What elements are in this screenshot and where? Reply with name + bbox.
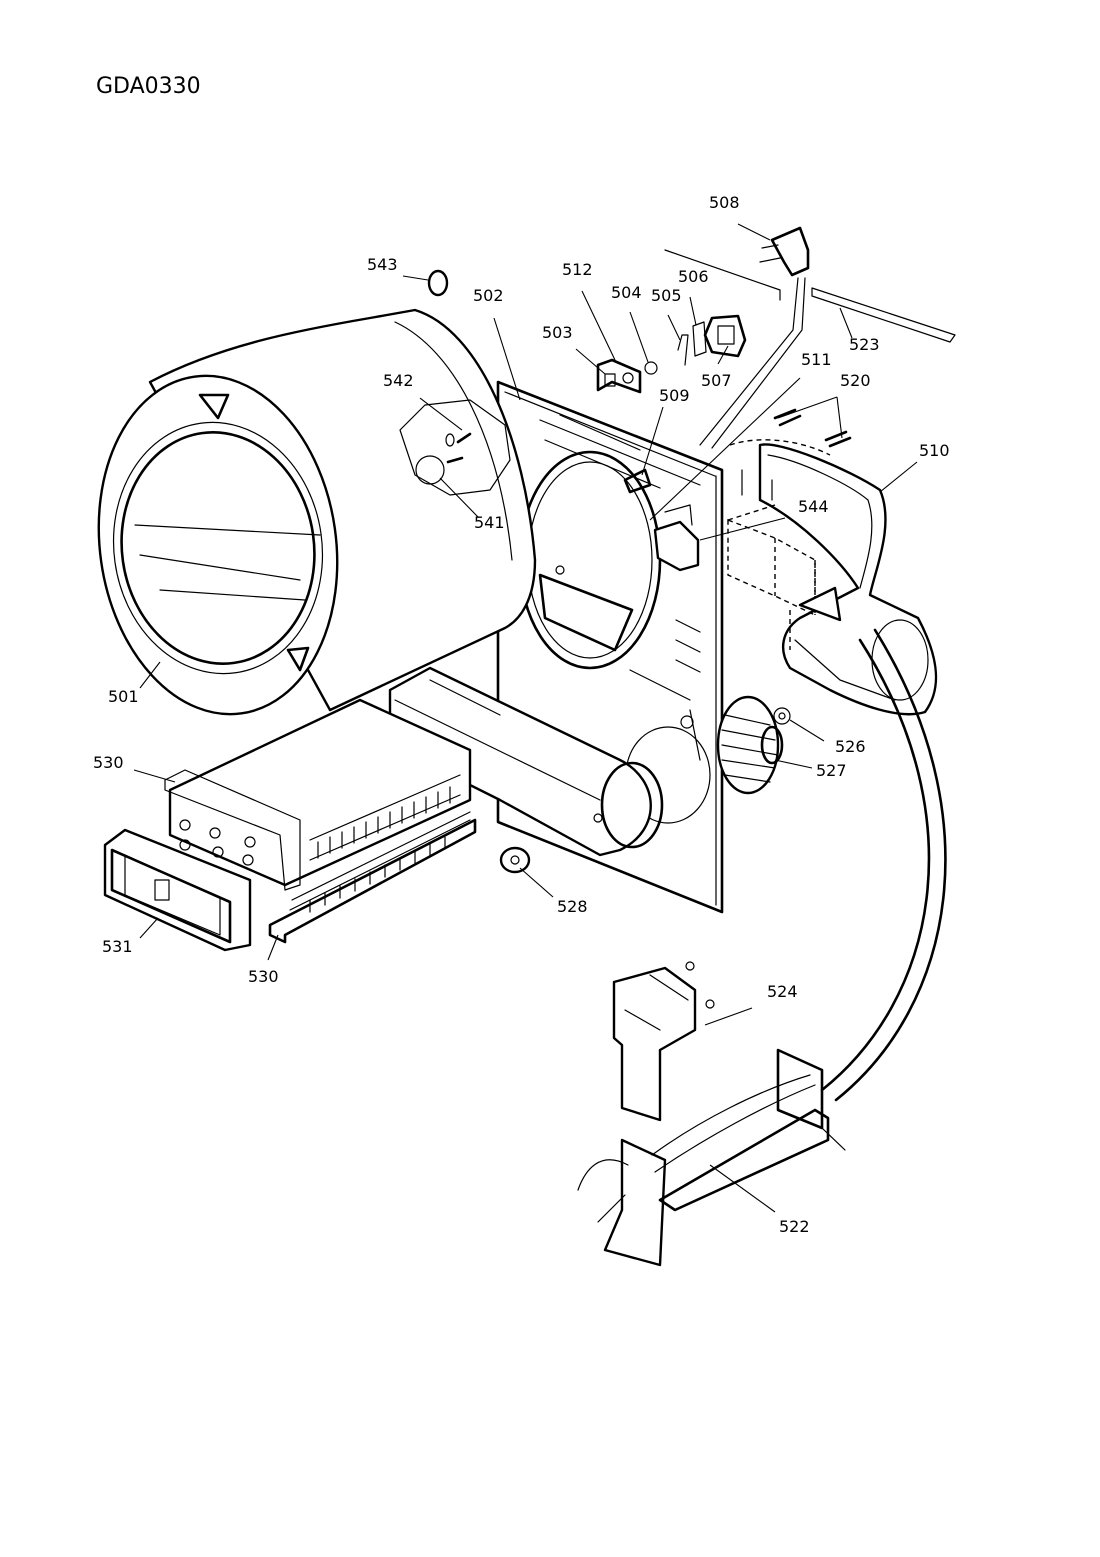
part-label-501: 501: [108, 687, 139, 706]
connector-503: [604, 373, 616, 387]
part-label-507: 507: [701, 371, 732, 390]
part-label-506: 506: [678, 267, 709, 286]
cap-543: [427, 269, 449, 297]
filter-frame-lower: [268, 811, 477, 944]
leader-lines: [133, 223, 918, 1213]
thermostat-544: [653, 504, 700, 572]
airflow-arrow-icon: [798, 586, 947, 1102]
filter-frame-upper: [164, 698, 472, 891]
part-label-502: 502: [473, 286, 504, 305]
washer-504: [644, 361, 658, 375]
part-label-522: 522: [779, 1217, 810, 1236]
rear-air-duct: [741, 443, 938, 716]
seal-ring: [499, 846, 531, 874]
drum: [97, 308, 537, 716]
part-label-503: 503: [542, 323, 573, 342]
power-cord-rail: [811, 287, 956, 343]
part-label-528: 528: [557, 897, 588, 916]
power-plug-icon: [699, 226, 810, 449]
fan-wheel: [716, 695, 784, 795]
part-label-530b: 530: [248, 967, 279, 986]
sensor-509: [623, 468, 652, 494]
air-duct: [388, 666, 664, 857]
part-label-508: 508: [709, 193, 740, 212]
part-label-530a: 530: [93, 753, 124, 772]
part-label-544: 544: [798, 497, 829, 516]
cable-clamp: [703, 314, 747, 358]
part-label-524: 524: [767, 982, 798, 1001]
part-label-520: 520: [840, 371, 871, 390]
part-label-505: 505: [651, 286, 682, 305]
part-label-504: 504: [611, 283, 642, 302]
part-label-512: 512: [562, 260, 593, 279]
spring-505: [677, 334, 689, 366]
part-label-510: 511: [801, 350, 832, 369]
part-label-542: 542: [383, 371, 414, 390]
part-label-509: 509: [659, 386, 690, 405]
cable-bar: [664, 249, 781, 301]
part-label-541: 541: [474, 513, 505, 532]
part-label-511: 510: [919, 441, 950, 460]
heater-element: [577, 961, 846, 1267]
fan-clip: [773, 707, 791, 725]
bracket-512: [596, 358, 642, 394]
part-label-531: 531: [102, 937, 133, 956]
part-label-527: 527: [816, 761, 847, 780]
lint-filter: [103, 819, 256, 952]
clip-506: [692, 321, 707, 357]
part-label-523: 523: [849, 335, 880, 354]
part-label-526: 526: [835, 737, 866, 756]
cable-ties-520: [773, 408, 852, 448]
diagram-code: GDA0330: [96, 74, 201, 99]
part-label-543: 543: [367, 255, 398, 274]
part-labels: 508 543 512 506 504 505 502 503 523 511 …: [93, 193, 950, 1236]
back-panel: [496, 380, 724, 914]
